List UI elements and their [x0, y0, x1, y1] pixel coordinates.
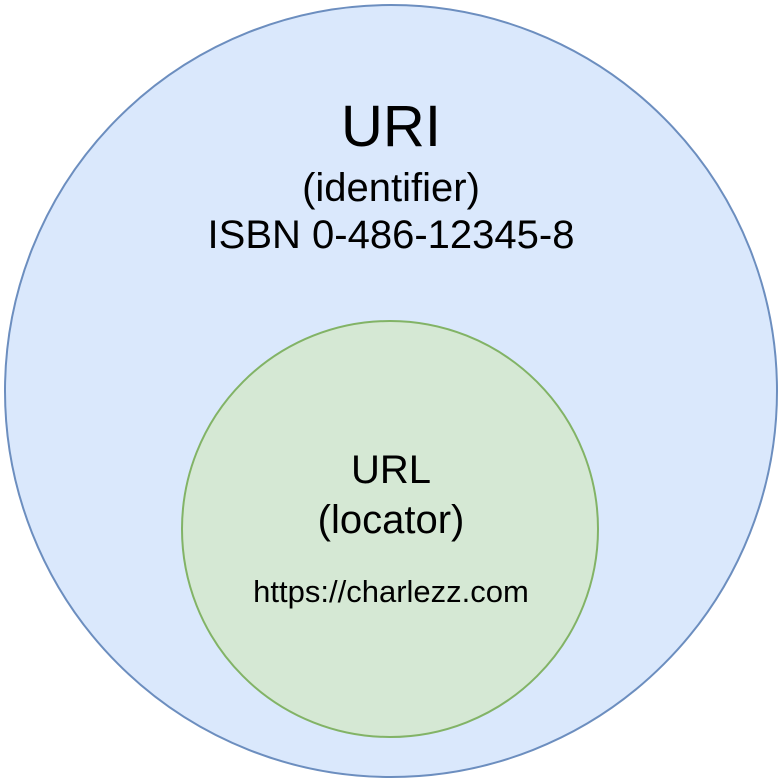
url-subtitle: (locator) — [317, 498, 465, 542]
url-inner-circle — [181, 320, 599, 738]
uri-subtitle: (identifier) — [302, 166, 480, 210]
url-example-link: https://charlezz.com — [253, 574, 529, 609]
uri-title: URI — [341, 94, 441, 159]
url-title: URL — [350, 448, 432, 492]
uri-example-isbn: ISBN 0-486-12345-8 — [207, 213, 575, 257]
